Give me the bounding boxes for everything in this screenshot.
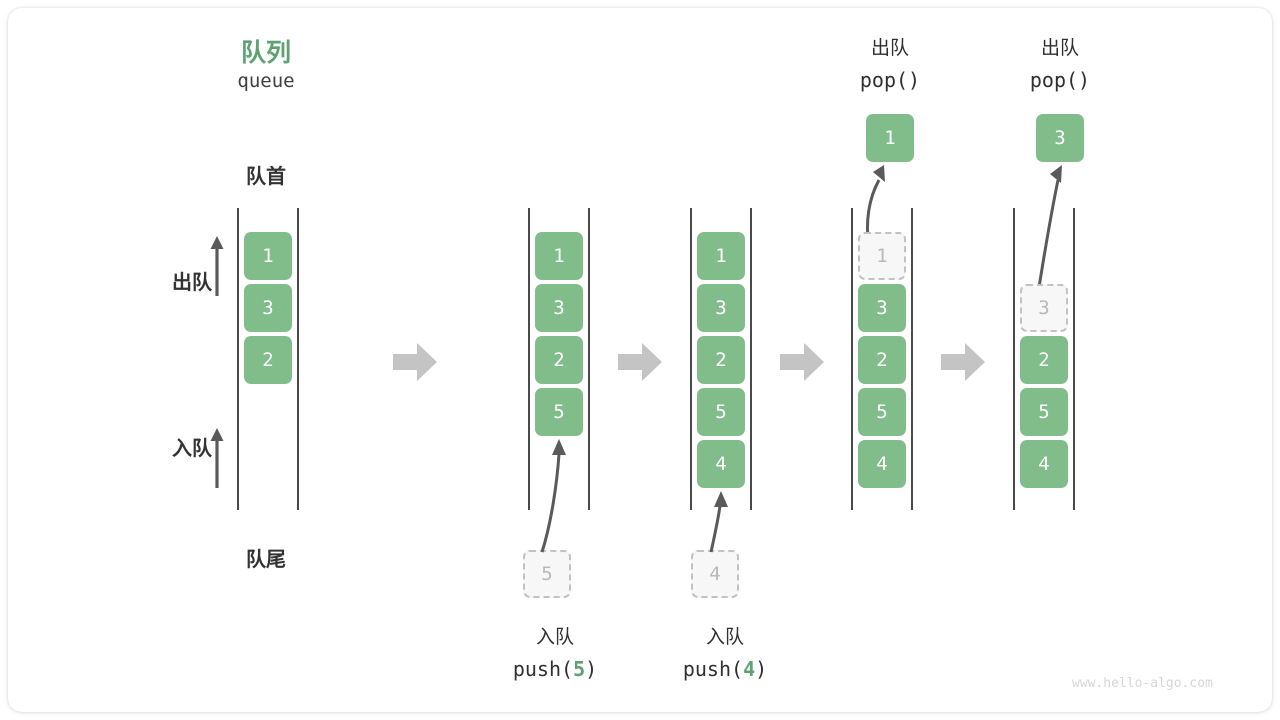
- queue-cell[interactable]: 2: [697, 336, 745, 384]
- operation-label-cn: 入队: [705, 627, 744, 648]
- queue-cell[interactable]: 5: [858, 388, 906, 436]
- dequeue-direction-arrow-icon: [210, 236, 224, 296]
- step-arrow-icon: [393, 343, 437, 381]
- enqueue-side-label: 入队: [172, 438, 212, 460]
- queue-cell[interactable]: 5: [535, 388, 583, 436]
- queue-cell[interactable]: 3: [244, 284, 292, 332]
- queue-rail-left: [851, 208, 853, 510]
- operation-label-cn: 出队: [1040, 38, 1079, 59]
- operation-label-code: push(5): [480, 657, 630, 681]
- queue-cell[interactable]: 2: [858, 336, 906, 384]
- popped-element[interactable]: 3: [1036, 114, 1084, 162]
- queue-rail-left: [237, 208, 239, 510]
- queue-cell[interactable]: 1: [244, 232, 292, 280]
- queue-cell[interactable]: 3: [858, 284, 906, 332]
- queue-cell[interactable]: 4: [1020, 440, 1068, 488]
- queue-cell[interactable]: 4: [858, 440, 906, 488]
- queue-cell-removed[interactable]: 3: [1020, 284, 1068, 332]
- incoming-element[interactable]: 4: [691, 550, 739, 598]
- queue-rail-left: [528, 208, 530, 510]
- diagram-title-cn: 队列: [240, 39, 291, 67]
- operation-label-cn: 入队: [535, 627, 574, 648]
- queue-cell[interactable]: 3: [535, 284, 583, 332]
- queue-cell[interactable]: 1: [697, 232, 745, 280]
- queue-cell[interactable]: 2: [1020, 336, 1068, 384]
- watermark: www.hello-algo.com: [1072, 676, 1213, 691]
- operation-label-cn: 出队: [870, 38, 909, 59]
- queue-cell[interactable]: 5: [1020, 388, 1068, 436]
- queue-cell[interactable]: 4: [697, 440, 745, 488]
- dequeue-side-label: 出队: [172, 272, 212, 294]
- queue-cell-empty: [1020, 232, 1068, 280]
- queue-stage-after-pop-1: 1 3 2 5 4: [851, 208, 913, 510]
- diagram-card: 队列 queue 队首 队尾 出队 入队 1 3 2 1 3 2 5 5 入队 …: [8, 8, 1272, 712]
- queue-rail-left: [690, 208, 692, 510]
- enqueue-flow-arrow-icon: [540, 439, 566, 553]
- queue-stage-initial: 1 3 2: [237, 208, 299, 510]
- operation-label-code: push(4): [650, 657, 800, 681]
- queue-cell[interactable]: 3: [697, 284, 745, 332]
- operation-code-arg: 5: [573, 657, 586, 681]
- queue-rail-right: [297, 208, 299, 510]
- step-arrow-icon: [618, 343, 662, 381]
- queue-cell[interactable]: 5: [697, 388, 745, 436]
- operation-code-suffix: ): [585, 657, 598, 681]
- diagram-stage: 队列 queue 队首 队尾 出队 入队 1 3 2 1 3 2 5 5 入队 …: [8, 8, 1272, 712]
- operation-label-code: pop(): [859, 68, 921, 92]
- queue-rail-right: [750, 208, 752, 510]
- queue-rail-right: [911, 208, 913, 510]
- queue-cell[interactable]: 2: [244, 336, 292, 384]
- queue-cell-removed[interactable]: 1: [858, 232, 906, 280]
- enqueue-direction-arrow-icon: [210, 428, 224, 488]
- popped-element[interactable]: 1: [866, 114, 914, 162]
- front-label: 队首: [246, 166, 286, 188]
- operation-code-arg: 4: [743, 657, 756, 681]
- enqueue-flow-arrow-icon: [709, 491, 728, 553]
- queue-rail-left: [1013, 208, 1015, 510]
- queue-rail-right: [588, 208, 590, 510]
- diagram-title-en: queue: [237, 70, 295, 92]
- queue-rail-right: [1073, 208, 1075, 510]
- incoming-element[interactable]: 5: [523, 550, 571, 598]
- queue-cell[interactable]: 1: [535, 232, 583, 280]
- queue-cell[interactable]: 2: [535, 336, 583, 384]
- operation-label-code: pop(): [1029, 68, 1091, 92]
- operation-code-suffix: ): [755, 657, 768, 681]
- queue-stage-after-push-4: 1 3 2 5 4: [690, 208, 752, 510]
- queue-stage-after-pop-3: 3 2 5 4: [1013, 208, 1075, 510]
- step-arrow-icon: [941, 343, 985, 381]
- operation-code-prefix: push(: [682, 657, 744, 681]
- rear-label: 队尾: [246, 549, 286, 571]
- queue-stage-after-push-5: 1 3 2 5: [528, 208, 590, 510]
- step-arrow-icon: [780, 343, 824, 381]
- operation-code-prefix: push(: [512, 657, 574, 681]
